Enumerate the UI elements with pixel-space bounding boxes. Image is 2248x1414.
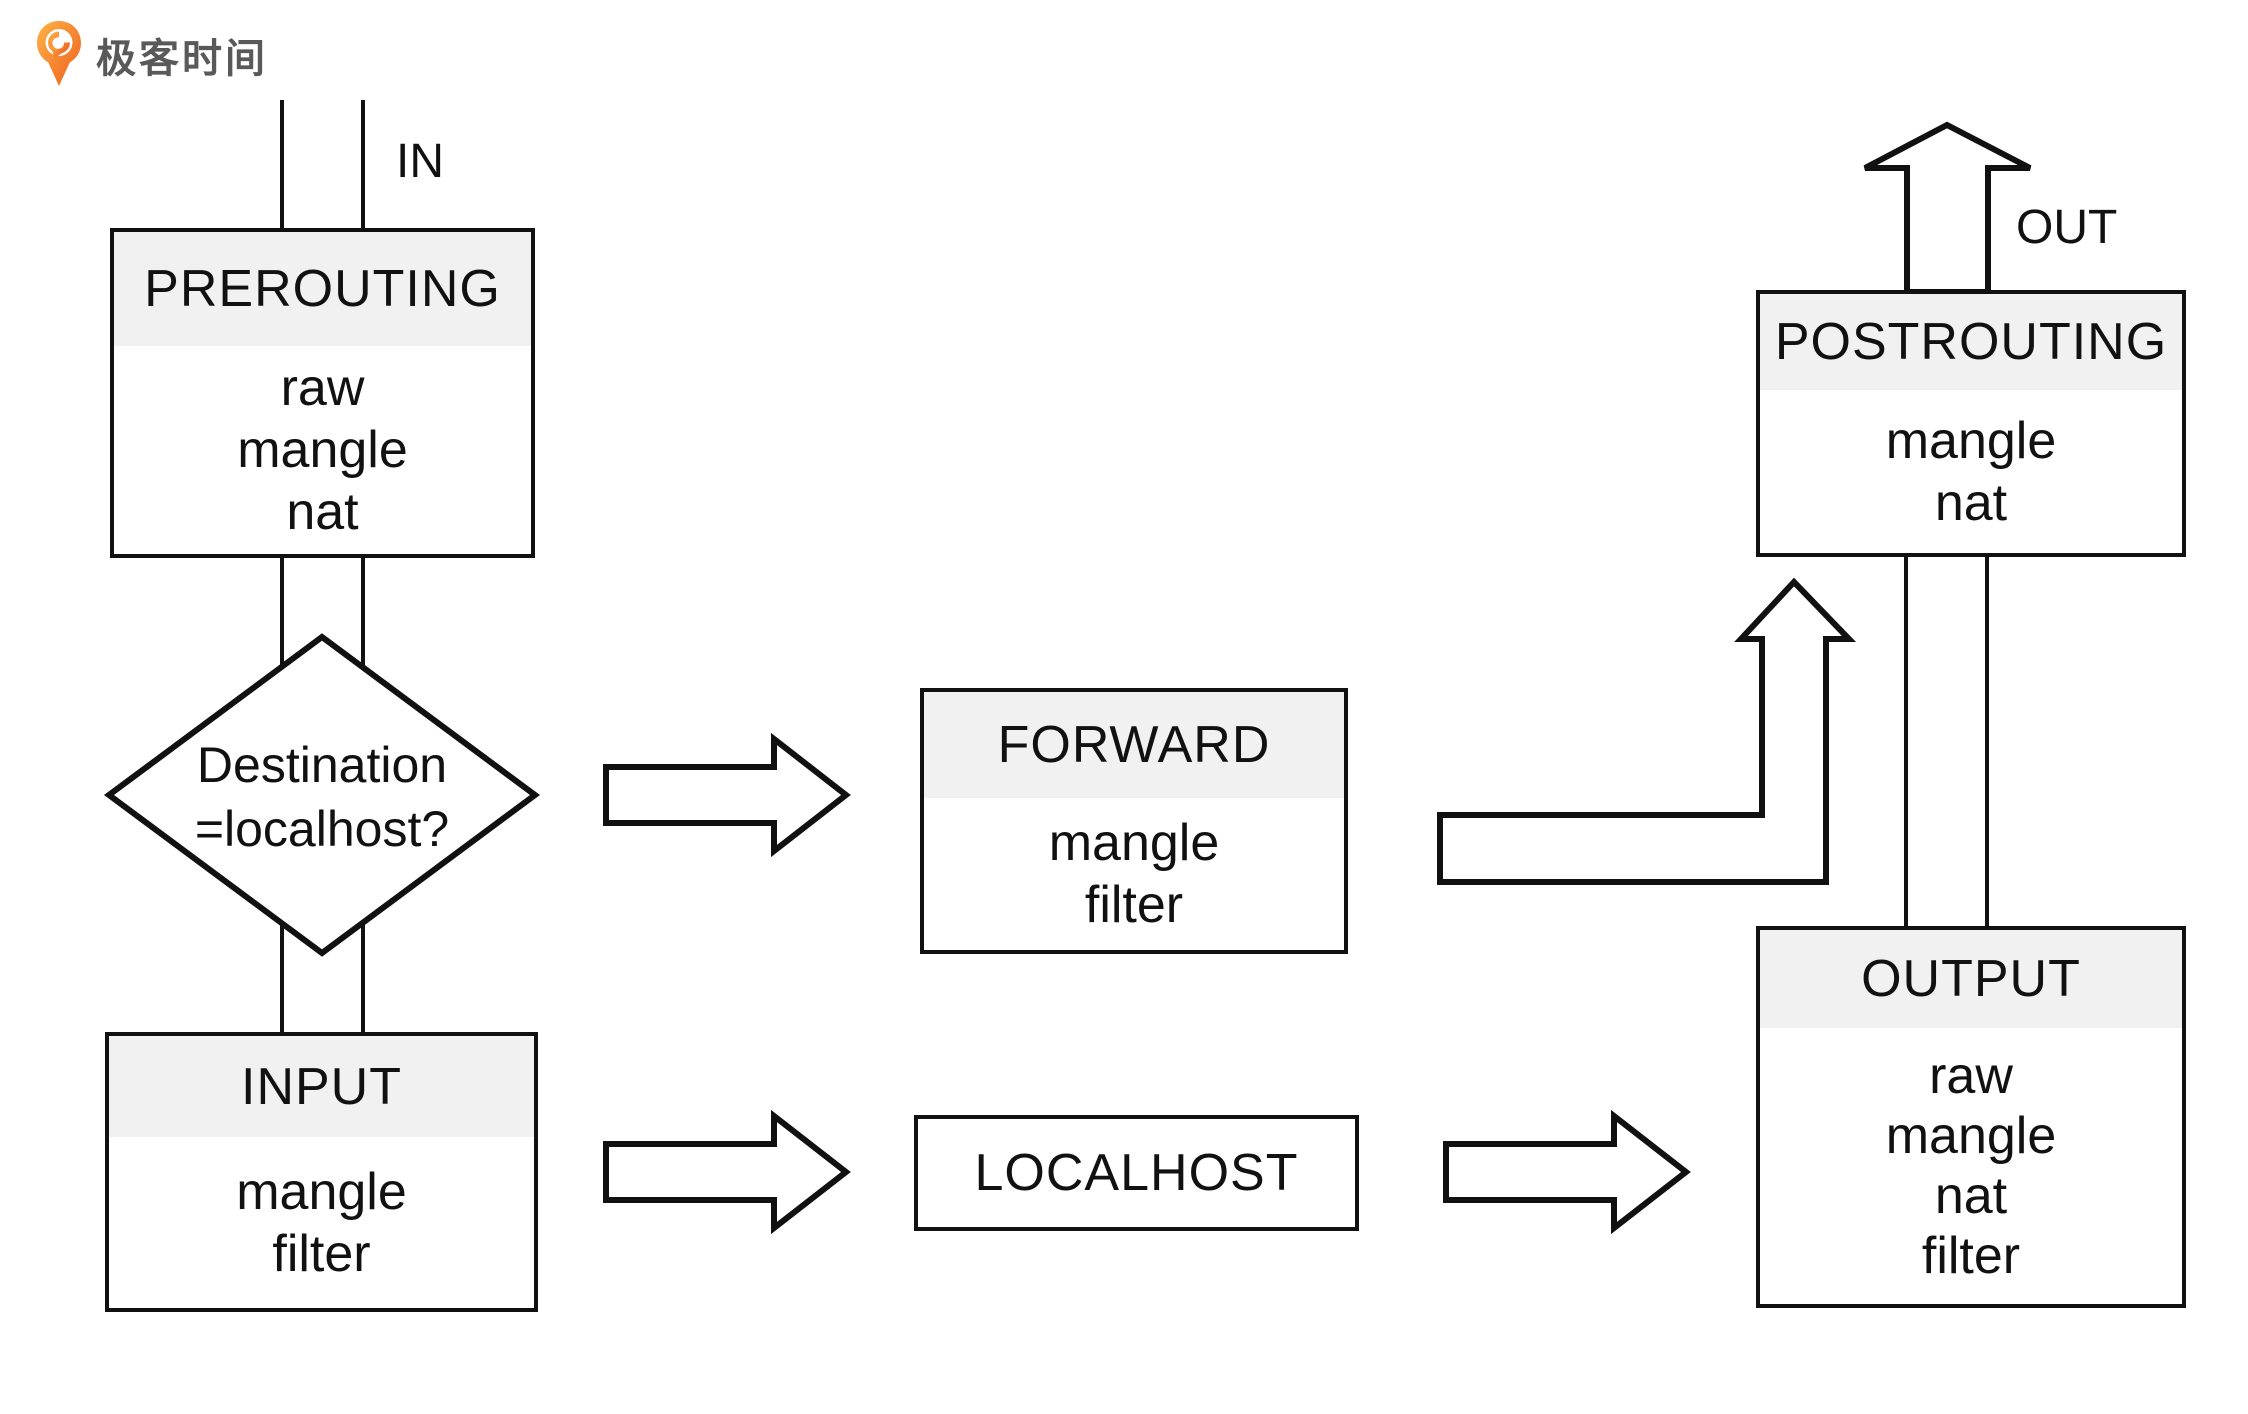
decision-text: Destination =localhost?: [112, 733, 532, 861]
table-line: mangle: [1885, 1107, 2057, 1165]
in-label: IN: [396, 135, 444, 188]
table-line: nat: [1934, 473, 2008, 532]
arrow-forward-to-postrouting-icon: [1437, 577, 1857, 885]
localhost-box: LOCALHOST: [914, 1115, 1359, 1231]
brand-text: 极客时间: [96, 37, 268, 81]
in-flow-line-left: [280, 100, 284, 1040]
output-postrouting-line-right: [1985, 553, 1989, 930]
table-line: mangle: [237, 421, 408, 479]
input-box: INPUT mangle filter: [105, 1032, 538, 1312]
output-title: OUTPUT: [1760, 930, 2182, 1028]
postrouting-title: POSTROUTING: [1760, 294, 2182, 390]
table-line: filter: [272, 1224, 371, 1283]
out-label: OUT: [2016, 201, 2118, 254]
forward-tables: mangle filter: [924, 798, 1344, 950]
table-line: mangle: [236, 1162, 407, 1221]
in-flow-line-right: [361, 100, 365, 1040]
postrouting-box: POSTROUTING mangle nat: [1756, 290, 2186, 557]
output-box: OUTPUT raw mangle nat filter: [1756, 926, 2186, 1308]
geektime-logo-icon: [37, 21, 81, 86]
postrouting-tables: mangle nat: [1760, 390, 2182, 553]
localhost-title: LOCALHOST: [974, 1144, 1299, 1202]
arrow-localhost-to-output-icon: [1443, 1110, 1691, 1234]
input-title: INPUT: [109, 1036, 534, 1137]
logo: 极客时间: [36, 20, 268, 90]
decision-line-1: Destination: [196, 737, 448, 793]
prerouting-tables: raw mangle nat: [114, 346, 531, 554]
prerouting-box: PREROUTING raw mangle nat: [110, 228, 535, 558]
arrow-input-to-localhost-icon: [603, 1110, 851, 1234]
decision-diamond: [103, 633, 541, 957]
forward-title: FORWARD: [924, 692, 1344, 798]
table-line: nat: [1934, 1167, 2008, 1225]
table-line: filter: [1921, 1227, 2021, 1285]
forward-box: FORWARD mangle filter: [920, 688, 1348, 954]
decision-line-2: =localhost?: [194, 801, 450, 857]
arrow-diamond-to-forward-icon: [603, 733, 851, 857]
table-line: filter: [1084, 876, 1184, 934]
table-line: raw: [1929, 1047, 2013, 1105]
output-tables: raw mangle nat filter: [1760, 1028, 2182, 1304]
table-line: raw: [280, 359, 365, 417]
prerouting-title: PREROUTING: [114, 232, 531, 346]
output-postrouting-line-left: [1904, 553, 1908, 930]
arrow-out-icon: [1863, 121, 2032, 295]
table-line: mangle: [1885, 411, 2057, 470]
table-line: mangle: [1048, 814, 1220, 872]
input-tables: mangle filter: [109, 1137, 534, 1308]
table-line: nat: [286, 483, 359, 541]
